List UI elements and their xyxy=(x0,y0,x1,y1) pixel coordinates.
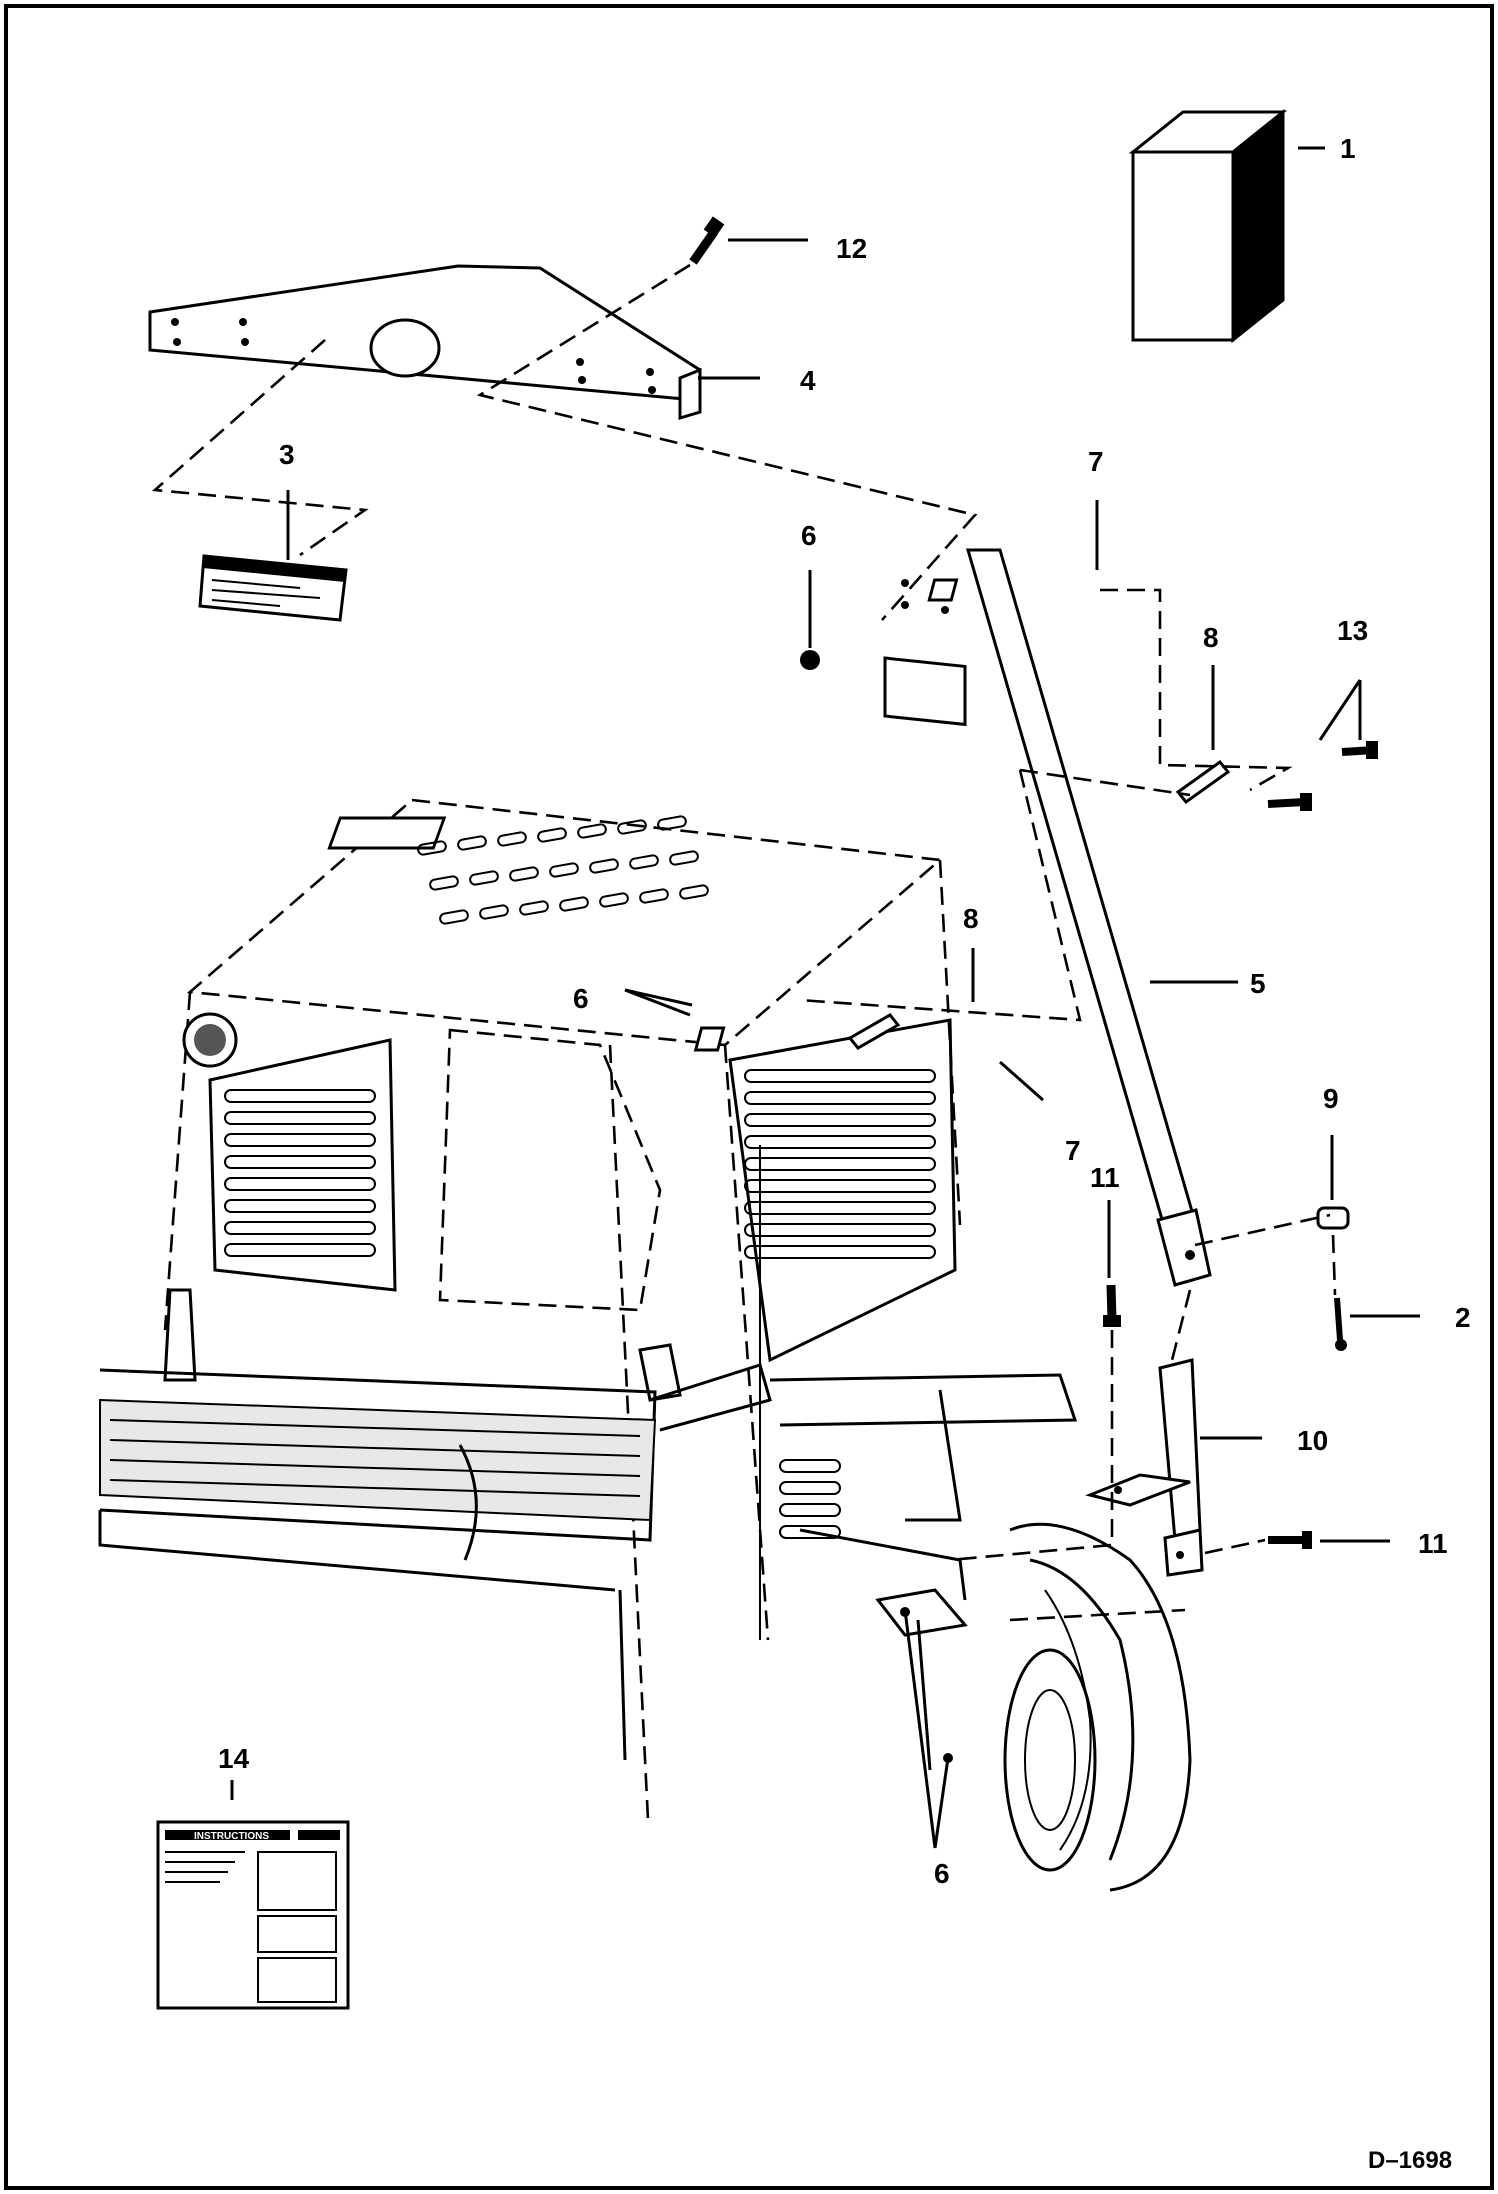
callout-8-lower: 8 xyxy=(963,903,979,934)
callout-6-bottom: 6 xyxy=(934,1858,950,1889)
part-14-instruction-card: INSTRUCTIONS xyxy=(156,1820,350,2010)
part-12-bolt xyxy=(689,216,725,265)
part-11-bolt-vertical xyxy=(1103,1284,1121,1327)
part-2-pin xyxy=(1334,1297,1347,1351)
part-4-bracket xyxy=(148,264,702,421)
roof-vents xyxy=(417,815,709,925)
callout-12: 12 xyxy=(836,233,867,264)
callout-10: 10 xyxy=(1297,1425,1328,1456)
leader-lines xyxy=(230,146,1420,1849)
callout-3: 3 xyxy=(279,439,295,470)
machine-cab xyxy=(163,798,962,1821)
callout-11-right: 11 xyxy=(1418,1528,1448,1559)
part-8-plate-lower xyxy=(847,1013,901,1050)
part-9-bushing xyxy=(1316,1206,1350,1230)
part-5-support-arm xyxy=(883,548,1212,1287)
callout-4: 4 xyxy=(800,365,816,396)
callout-13: 13 xyxy=(1337,615,1368,646)
part-3-decal xyxy=(198,554,348,622)
page-frame xyxy=(4,4,1494,2190)
callout-6-top: 6 xyxy=(801,520,817,551)
part-1-manual-box xyxy=(1128,108,1288,344)
callout-8-top: 8 xyxy=(1203,622,1219,653)
callout-9: 9 xyxy=(1323,1083,1339,1114)
callout-14: 14 xyxy=(218,1743,250,1774)
callout-1: 1 xyxy=(1340,133,1356,164)
part-13-bolts xyxy=(1267,741,1378,811)
figure-reference: D–1698 xyxy=(1368,2147,1452,2174)
callout-11-top: 11 xyxy=(1090,1162,1120,1193)
callout-5: 5 xyxy=(1250,968,1266,999)
callout-6-cab: 6 xyxy=(573,983,589,1014)
right-side-vents xyxy=(744,1069,936,1539)
part-7-spacer-top xyxy=(927,578,959,602)
part-10-mount-bracket xyxy=(1085,1358,1204,1577)
callout-labels: 1 2 3 4 5 6 6 6 7 7 8 8 9 10 11 11 12 13… xyxy=(218,133,1471,1889)
front-tire xyxy=(1003,1522,1192,1892)
part-7-spacer-lower xyxy=(693,1026,726,1052)
callout-7-top: 7 xyxy=(1088,446,1104,477)
part-8-plate-top xyxy=(1175,759,1231,805)
part-6-nut xyxy=(800,650,820,670)
part-11-bolt-horizontal xyxy=(1268,1531,1312,1549)
assembly-lines xyxy=(151,263,1337,1622)
callout-7-lower: 7 xyxy=(1065,1135,1081,1166)
loader-frame xyxy=(98,1288,1078,1761)
instruction-card-heading: INSTRUCTIONS xyxy=(194,1831,269,1842)
callout-2: 2 xyxy=(1455,1302,1471,1333)
left-side-vents xyxy=(224,1089,376,1257)
